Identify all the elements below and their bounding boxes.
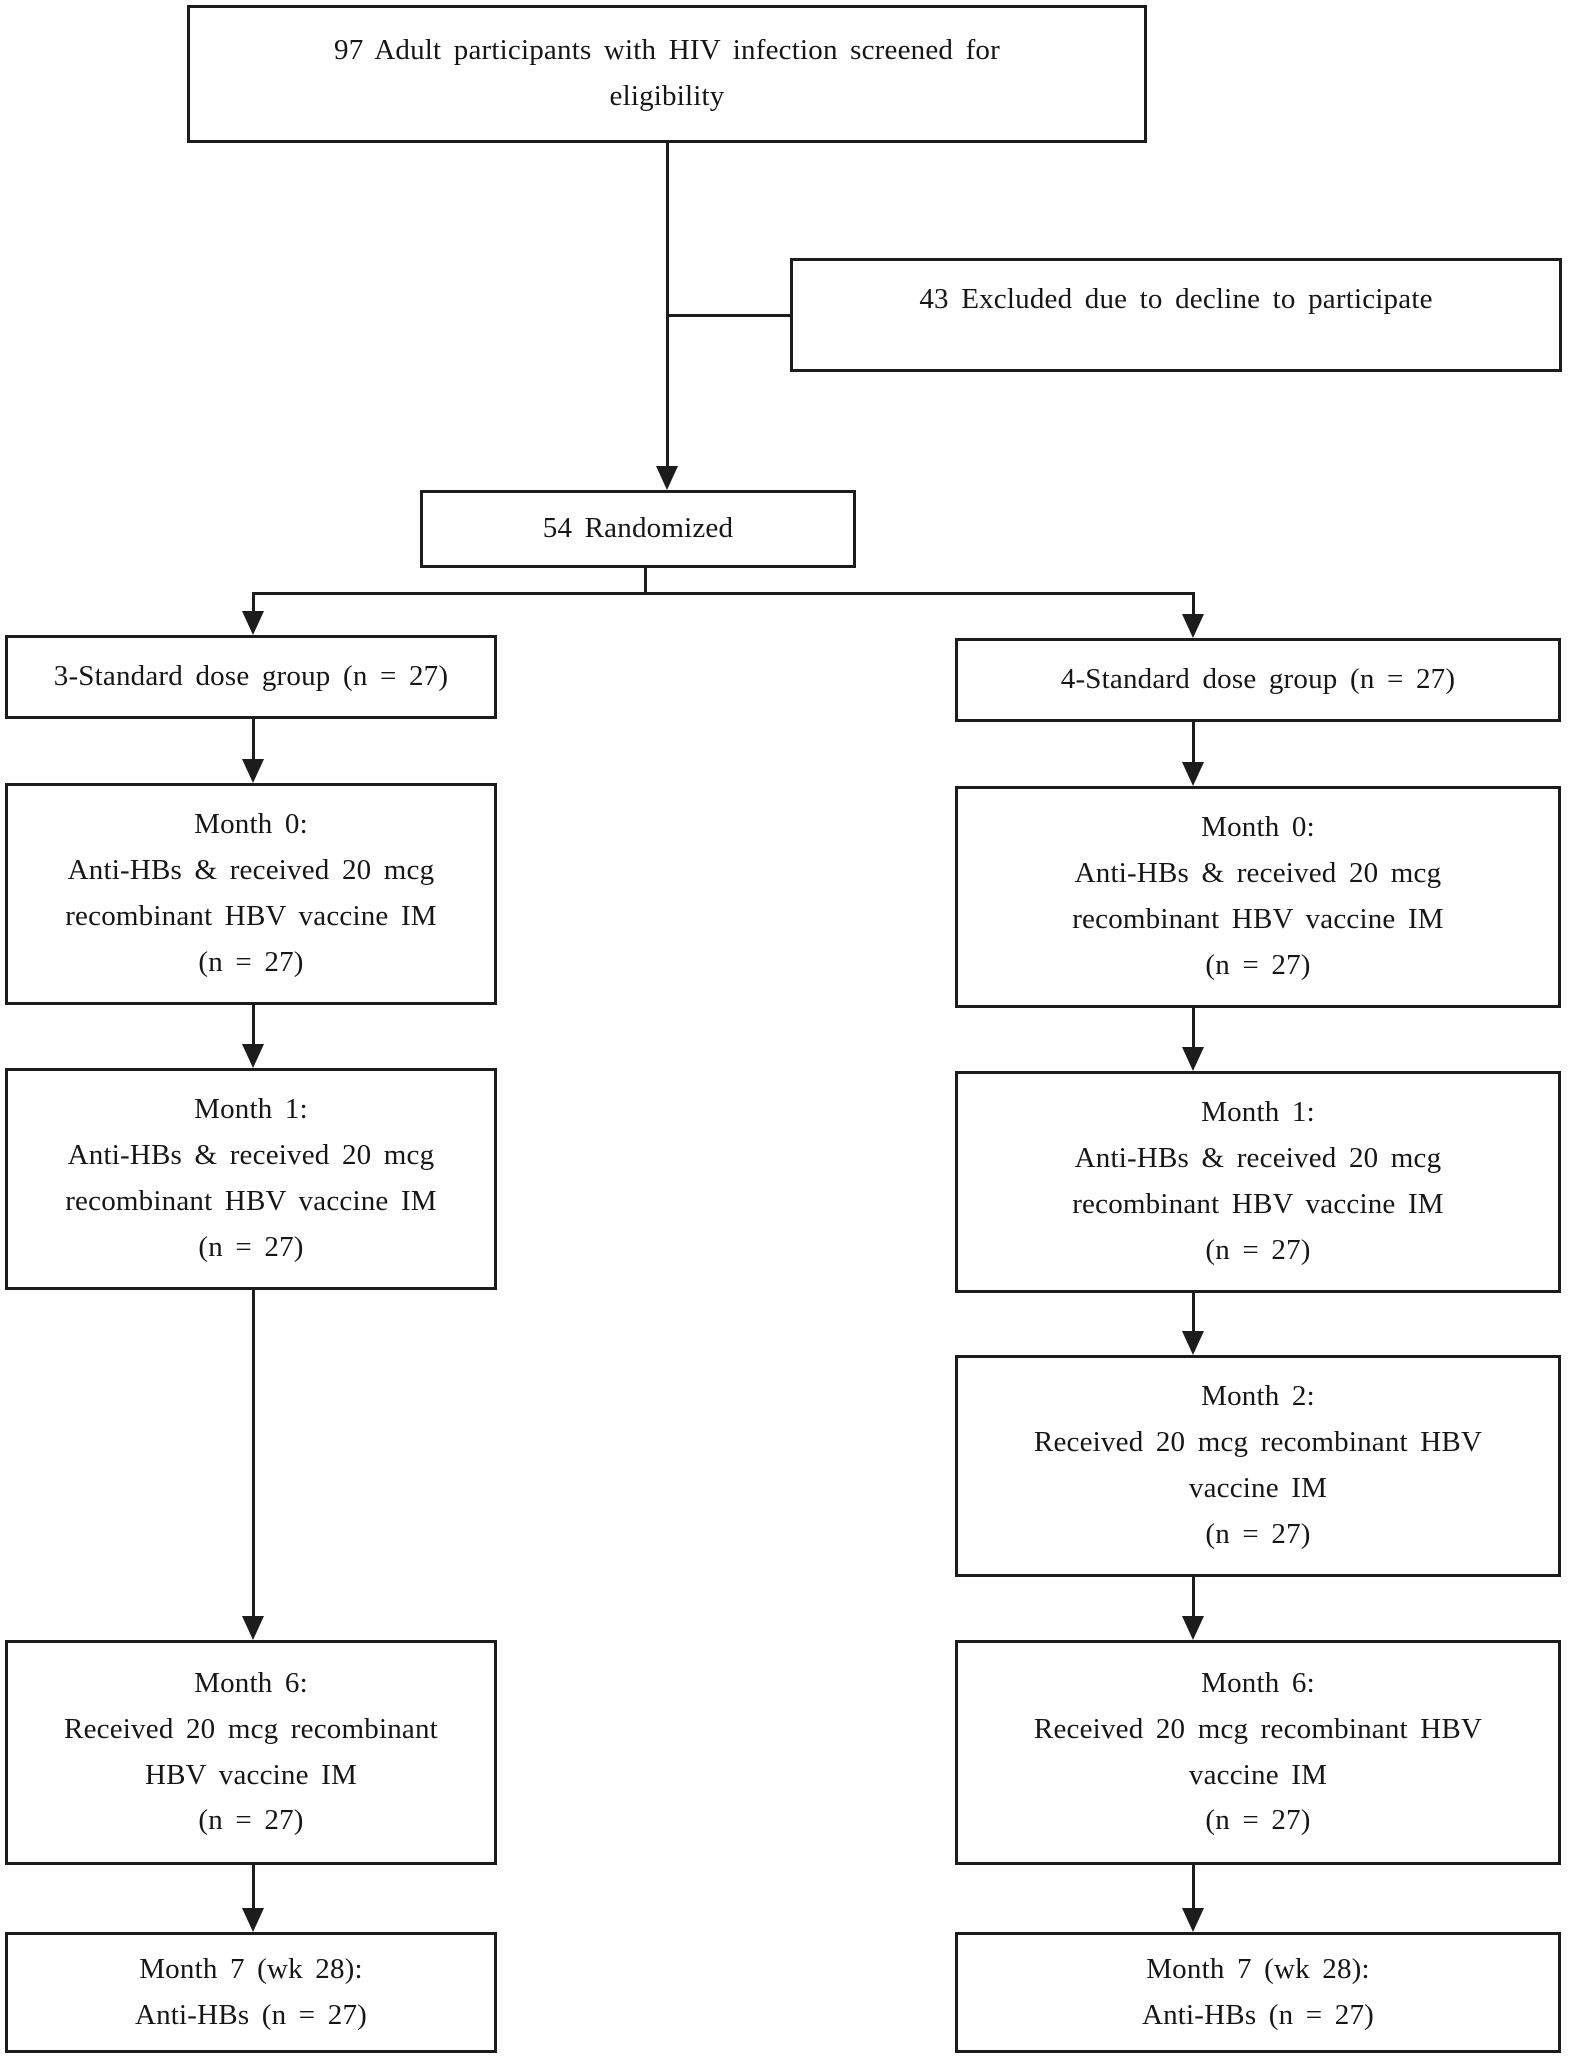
screened-line-2: eligibility [609,80,725,112]
right-month0-line-3: recombinant HBV vaccine IM [1072,903,1444,935]
right-month2-line-3: vaccine IM [1188,1472,1328,1504]
right-group-text: 4-Standard dose group (n = 27) [1060,663,1456,696]
right-month2-box: Month 2: Received 20 mcg recombinant HBV… [955,1355,1561,1577]
left-month0-line-3: recombinant HBV vaccine IM [65,900,437,932]
arrowhead-icon [656,466,678,490]
right-month1-line-4: (n = 27) [1205,1233,1311,1266]
right-month7-box: Month 7 (wk 28): Anti-HBs (n = 27) [955,1932,1561,2053]
left-group-box: 3-Standard dose group (n = 27) [5,635,497,719]
right-month0-line-2: Anti-HBs & received 20 mcg [1074,857,1442,890]
right-month7-line-2: Anti-HBs (n = 27) [1141,1998,1375,2031]
arrowhead-icon [1182,1616,1204,1640]
right-month6-line-1: Month 6: [1201,1666,1315,1699]
connector-left-month1-month6 [252,1290,255,1619]
right-month0-box: Month 0: Anti-HBs & received 20 mcg reco… [955,786,1561,1008]
connector-left-month0-month1 [252,1005,255,1047]
connector-right-month6-month7 [1192,1865,1195,1911]
right-month1-line-1: Month 1: [1201,1096,1315,1129]
left-month1-line-1: Month 1: [194,1093,308,1126]
left-month0-line-4: (n = 27) [198,945,304,978]
right-month6-box: Month 6: Received 20 mcg recombinant HBV… [955,1640,1561,1865]
right-group-box: 4-Standard dose group (n = 27) [955,638,1561,722]
arrowhead-icon [242,1908,264,1932]
connector-left-month6-month7 [252,1865,255,1911]
connector-split-left-arm [252,592,255,614]
randomized-text: 54 Randomized [542,512,734,545]
connector-right-month0-month1 [1192,1008,1195,1050]
connector-screened-randomized [666,143,669,470]
arrowhead-icon [1182,1331,1204,1355]
right-month7-line-1: Month 7 (wk 28): [1146,1952,1370,1985]
left-month7-box: Month 7 (wk 28): Anti-HBs (n = 27) [5,1932,497,2053]
connector-right-month1-month2 [1192,1293,1195,1334]
excluded-box: 43 Excluded due to decline to participat… [790,258,1562,372]
right-month6-line-4: (n = 27) [1205,1804,1311,1837]
left-month7-line-2: Anti-HBs (n = 27) [134,1998,368,2031]
right-month1-box: Month 1: Anti-HBs & received 20 mcg reco… [955,1071,1561,1293]
connector-excluded-branch [667,314,790,317]
arrowhead-icon [1182,762,1204,786]
connector-right-month2-month6 [1192,1577,1195,1619]
left-month1-line-2: Anti-HBs & received 20 mcg [67,1139,435,1172]
arrowhead-icon [242,1044,264,1068]
left-month6-line-3: HBV vaccine IM [145,1758,357,1791]
right-month0-line-1: Month 0: [1201,811,1315,844]
excluded-text: 43 Excluded due to decline to participat… [919,283,1433,315]
right-month1-line-3: recombinant HBV vaccine IM [1072,1188,1444,1220]
right-month6-line-2: Received 20 mcg recombinant HBV [1033,1712,1483,1745]
left-group-text: 3-Standard dose group (n = 27) [53,660,449,693]
connector-split-horizontal [252,592,1195,595]
right-month2-line-4: (n = 27) [1205,1517,1311,1550]
arrowhead-icon [1182,614,1204,638]
left-month1-box: Month 1: Anti-HBs & received 20 mcg reco… [5,1068,497,1290]
left-month6-box: Month 6: Received 20 mcg recombinant HBV… [5,1640,497,1865]
left-month6-line-4: (n = 27) [198,1804,304,1837]
arrowhead-icon [1182,1047,1204,1071]
connector-left-group-month0 [252,719,255,762]
left-month0-box: Month 0: Anti-HBs & received 20 mcg reco… [5,783,497,1005]
right-month6-line-3: vaccine IM [1188,1758,1328,1791]
left-month7-line-1: Month 7 (wk 28): [139,1952,363,1985]
right-month2-line-2: Received 20 mcg recombinant HBV [1033,1426,1483,1459]
arrowhead-icon [242,1616,264,1640]
screened-box: 97 Adult participants with HIV infection… [187,5,1147,143]
arrowhead-icon [242,759,264,783]
left-month1-line-3: recombinant HBV vaccine IM [65,1185,437,1217]
right-month2-line-1: Month 2: [1201,1380,1315,1413]
right-month1-line-2: Anti-HBs & received 20 mcg [1074,1142,1442,1175]
left-month0-line-2: Anti-HBs & received 20 mcg [67,854,435,887]
connector-right-group-month0 [1192,722,1195,765]
arrowhead-icon [1182,1908,1204,1932]
randomized-box: 54 Randomized [420,490,856,568]
left-month6-line-1: Month 6: [194,1666,308,1699]
connector-split-right-arm [1192,592,1195,617]
left-month1-line-4: (n = 27) [198,1230,304,1263]
connector-randomized-stub [644,568,647,594]
left-month0-line-1: Month 0: [194,808,308,841]
arrowhead-icon [242,611,264,635]
left-month6-line-2: Received 20 mcg recombinant [64,1712,438,1745]
screened-line-1: 97 Adult participants with HIV infection… [334,34,1000,67]
right-month0-line-4: (n = 27) [1205,948,1311,981]
